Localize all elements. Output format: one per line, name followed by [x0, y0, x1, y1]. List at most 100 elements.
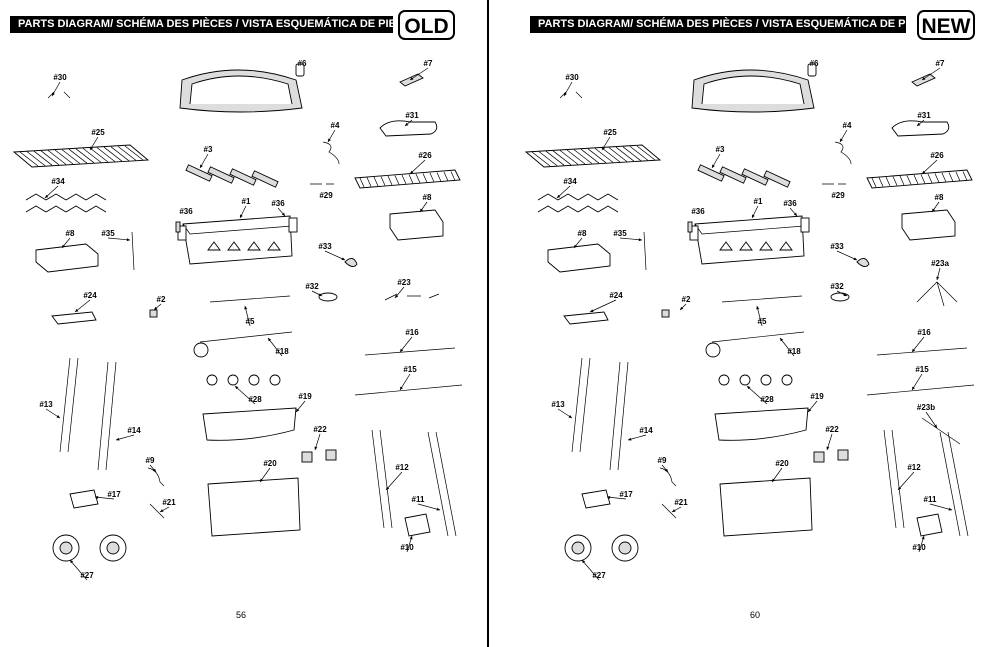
leader-arrow	[386, 486, 390, 490]
leader-arrow	[602, 146, 605, 150]
part-label: #16	[917, 328, 931, 337]
part-label: #11	[412, 495, 425, 504]
rail-part	[721, 295, 803, 303]
firebox-vent-part	[719, 241, 733, 251]
leader-arrow	[557, 194, 561, 198]
crossbar-part	[364, 347, 456, 356]
leg-part	[609, 361, 629, 471]
leader-arrow	[853, 257, 857, 261]
parts-diagram-page-old: PARTS DIAGRAM/ SCHÉMA DES PIÈCES / VISTA…	[0, 0, 487, 647]
firebox-vent-part	[207, 241, 221, 251]
leg-part	[571, 357, 591, 453]
leader-line	[619, 237, 643, 241]
regulator-part	[193, 342, 209, 358]
grate-bar-part	[117, 146, 137, 161]
burner-part	[185, 164, 213, 182]
clip-part	[559, 91, 583, 99]
header-bar: PARTS DIAGRAM/ SCHÉMA DES PIÈCES / VISTA…	[10, 16, 418, 33]
part-label: #35	[101, 229, 115, 238]
part-label: #29	[831, 191, 845, 200]
grate-bar-part	[594, 148, 614, 163]
leader-arrow	[436, 507, 440, 511]
grate-bar-part	[61, 149, 81, 164]
part-label: #30	[565, 73, 579, 82]
part-label: #2	[157, 295, 166, 304]
rod-bracket-part	[921, 417, 961, 445]
part-label: #36	[179, 207, 193, 216]
grate-bar-part	[19, 151, 39, 167]
part-label: #27	[592, 571, 606, 580]
rear-leg-part	[371, 429, 393, 529]
grate-bar-part	[26, 151, 46, 166]
leader-arrow	[898, 486, 902, 490]
part-label: #1	[242, 197, 251, 206]
leader-arrow	[318, 293, 322, 296]
leader-arrow	[948, 507, 952, 511]
foot-part	[916, 513, 943, 537]
leader-arrow	[160, 509, 164, 512]
part-label: #15	[915, 365, 929, 374]
part-label: #15	[403, 365, 417, 374]
part-label: #11	[924, 495, 937, 504]
part-label: #25	[603, 128, 617, 137]
foot-part	[404, 513, 431, 537]
control-panel-part	[202, 407, 297, 441]
part-label: #5	[246, 317, 255, 326]
part-label: #24	[609, 291, 623, 300]
rack-bar-part	[920, 174, 926, 184]
leader-arrow	[235, 386, 239, 390]
old-stamp: OLD	[398, 10, 455, 40]
bracket-part	[69, 489, 99, 509]
leader-arrow	[395, 294, 399, 298]
rack-bar-part	[366, 177, 372, 187]
leader-line	[756, 305, 763, 327]
heat-tent-part	[45, 205, 67, 213]
leader-line	[107, 237, 131, 241]
leader-arrow	[712, 164, 715, 168]
leader-arrow	[793, 212, 797, 216]
part-label: #23b	[917, 403, 935, 412]
leader-line	[911, 336, 925, 353]
leader-arrow	[52, 92, 55, 96]
caster-part	[813, 451, 825, 463]
rack-bar-part	[899, 175, 905, 186]
rack-bar-part	[927, 173, 933, 184]
heat-tent-part	[25, 193, 47, 201]
leader-arrow	[70, 560, 74, 564]
leader-arrow	[126, 238, 130, 242]
warming-rack-part	[866, 169, 973, 189]
grate-bar-part	[531, 151, 551, 167]
wire-part	[322, 141, 340, 165]
grate-bar-part	[40, 150, 60, 166]
grate-bar-part	[559, 150, 579, 165]
leader-arrow	[420, 208, 424, 212]
grate-bar-part	[33, 150, 53, 166]
part-label: #19	[810, 392, 824, 401]
leader-arrow	[912, 386, 915, 390]
leader-arrow	[752, 214, 755, 218]
heat-tent-part	[65, 193, 87, 201]
heat-tent-part	[577, 193, 599, 201]
firebox-part	[694, 215, 805, 265]
screw-part	[149, 503, 165, 519]
heat-tent-part	[597, 193, 619, 201]
leader-arrow	[328, 138, 331, 142]
rack-bar-part	[408, 174, 414, 184]
grease-tray-part	[563, 311, 609, 325]
leader-arrow	[922, 170, 926, 174]
new-stamp: NEW	[917, 10, 975, 40]
grate-bar-part	[587, 148, 607, 164]
side-bracket-part	[800, 217, 810, 233]
leader-line	[324, 250, 346, 261]
leader-arrow	[95, 495, 99, 499]
leader-arrow	[45, 194, 49, 198]
rack-bar-part	[415, 173, 421, 184]
leader-line	[921, 67, 941, 81]
burner-part	[763, 170, 791, 188]
leader-arrow	[672, 509, 676, 512]
screw-part	[661, 503, 677, 519]
regulator-part	[705, 342, 721, 358]
leader-arrow	[568, 415, 572, 418]
control-knob-part	[227, 374, 239, 386]
leader-arrow	[932, 208, 936, 212]
